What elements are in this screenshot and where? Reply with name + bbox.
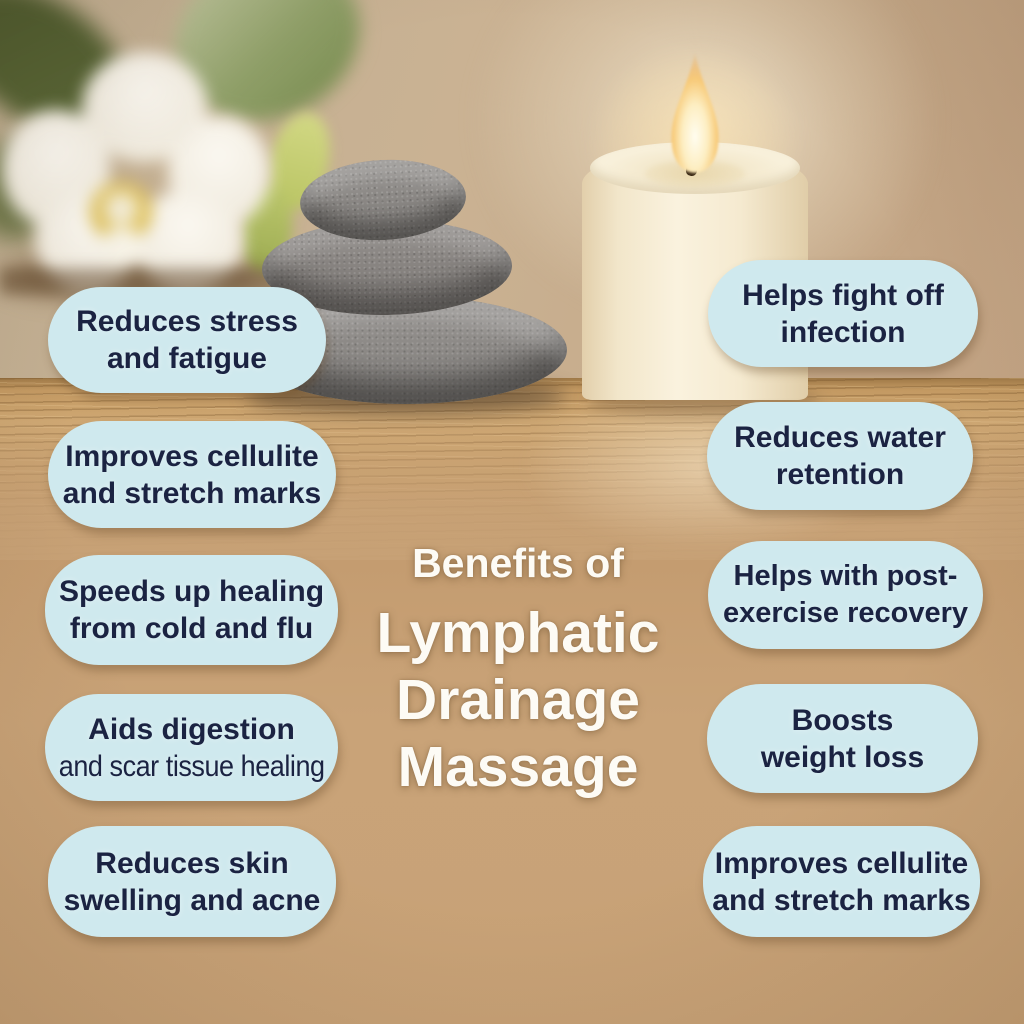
title-line-lymphatic: Lymphatic — [376, 601, 660, 665]
benefit-pill-improves-cellulite-left: Improves cellulite and stretch marks — [48, 421, 336, 528]
benefit-pill-speeds-healing: Speeds up healing from cold and flu — [45, 555, 338, 665]
benefit-pill-reduces-stress: Reduces stress and fatigue — [48, 287, 326, 393]
benefit-line: Improves cellulite — [714, 846, 969, 880]
benefit-line: retention — [775, 458, 905, 491]
benefit-line: from cold and flu — [69, 612, 314, 645]
benefit-line: Helps with post- — [733, 560, 958, 592]
benefit-pill-water-retention: Reduces water retention — [707, 402, 973, 510]
benefit-line: infection — [780, 315, 906, 349]
benefit-line: swelling and acne — [63, 883, 321, 917]
title-line-drainage: Drainage — [396, 668, 640, 732]
benefit-pill-weight-loss: Boosts weight loss — [707, 684, 978, 793]
title-prefix: Benefits of — [412, 540, 624, 586]
orchid-lip — [100, 228, 144, 264]
benefit-pill-exercise-recovery: Helps with post- exercise recovery — [708, 541, 983, 649]
title-line-massage: Massage — [397, 735, 639, 799]
benefit-pill-improves-cellulite-right: Improves cellulite and stretch marks — [703, 826, 980, 937]
benefit-line: and scar tissue healing — [58, 749, 325, 783]
benefit-line: Speeds up healing — [58, 575, 325, 608]
benefit-line: Reduces skin — [95, 846, 289, 880]
benefit-line: and stretch marks — [62, 476, 322, 510]
benefit-line: weight loss — [760, 740, 925, 774]
flame-shape — [671, 52, 719, 173]
candle-flame — [666, 48, 724, 176]
benefit-line: Helps fight off — [742, 278, 944, 312]
benefit-line: and stretch marks — [712, 883, 971, 917]
benefit-pill-aids-digestion: Aids digestion and scar tissue healing — [45, 694, 338, 801]
benefit-line: Boosts — [791, 703, 894, 737]
benefit-line: Aids digestion — [88, 712, 295, 746]
benefit-line: Reduces water — [734, 421, 946, 454]
benefit-pill-reduces-swelling: Reduces skin swelling and acne — [48, 826, 336, 937]
benefit-line: exercise recovery — [722, 597, 969, 629]
benefit-line: Reduces stress — [76, 305, 298, 338]
benefit-line: Improves cellulite — [65, 439, 319, 473]
benefit-line: and fatigue — [106, 342, 267, 375]
benefit-pill-fights-infection: Helps fight off infection — [708, 260, 978, 367]
page-title: Benefits of Lymphatic Drainage Massage — [348, 540, 688, 801]
